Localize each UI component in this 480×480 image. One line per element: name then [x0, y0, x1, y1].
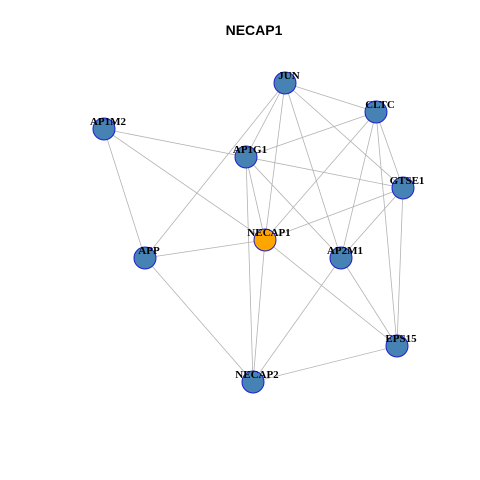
node-jun[interactable]: JUN: [273, 70, 300, 95]
edge-necap1-eps15: [264, 239, 398, 347]
node-circle-cltc[interactable]: [364, 100, 388, 124]
node-ap2m1[interactable]: AP2M1: [327, 245, 363, 270]
node-necap1[interactable]: NECAP1: [247, 227, 291, 252]
node-label-eps15: EPS15: [385, 333, 417, 345]
node-circle-app[interactable]: [133, 246, 157, 270]
node-ap1g1[interactable]: AP1G1: [233, 144, 267, 169]
edge-ap1g1-ap2m1: [245, 156, 342, 259]
edge-necap1-necap2: [252, 239, 266, 383]
edge-necap1-app: [144, 239, 266, 259]
node-gtse1[interactable]: GTSE1: [390, 175, 425, 200]
node-eps15[interactable]: EPS15: [385, 333, 417, 358]
edge-cltc-ap1g1: [245, 111, 377, 158]
edge-eps15-necap2: [252, 345, 398, 383]
edge-ap1m2-ap1g1: [103, 128, 247, 158]
node-necap2[interactable]: NECAP2: [235, 369, 279, 394]
node-label-ap1g1: AP1G1: [233, 144, 267, 156]
edge-jun-necap1: [264, 82, 286, 241]
edge-app-necap2: [144, 257, 254, 383]
node-label-cltc: CLTC: [365, 99, 395, 111]
edge-jun-ap1g1: [245, 82, 286, 158]
edge-ap1m2-app: [103, 128, 146, 259]
edge-ap1m2-necap1: [103, 128, 266, 241]
node-circle-eps15[interactable]: [385, 334, 409, 358]
node-cltc[interactable]: CLTC: [364, 99, 395, 124]
edge-ap1g1-necap2: [245, 156, 254, 383]
node-label-ap1m2: AP1M2: [90, 116, 127, 128]
node-app[interactable]: APP: [133, 245, 160, 270]
graph-title: NECAP1: [226, 22, 283, 38]
node-circle-ap1m2[interactable]: [92, 117, 116, 141]
edge-cltc-necap1: [264, 111, 377, 241]
node-ap1m2[interactable]: AP1M2: [90, 116, 127, 141]
edge-gtse1-ap2m1: [340, 187, 404, 259]
node-label-gtse1: GTSE1: [390, 175, 425, 187]
node-label-app: APP: [138, 245, 160, 257]
edge-ap2m1-necap2: [252, 257, 342, 383]
node-circle-jun[interactable]: [273, 71, 297, 95]
edge-ap2m1-eps15: [340, 257, 398, 347]
edge-jun-cltc: [284, 82, 377, 113]
edge-cltc-eps15: [375, 111, 398, 347]
edges-layer: [103, 82, 404, 383]
edge-cltc-ap2m1: [340, 111, 377, 259]
node-label-necap1: NECAP1: [247, 227, 290, 239]
edge-cltc-gtse1: [375, 111, 404, 189]
edge-ap1g1-necap1: [245, 156, 266, 241]
node-circle-necap1[interactable]: [253, 228, 277, 252]
node-label-jun: JUN: [278, 70, 299, 82]
node-circle-necap2[interactable]: [241, 370, 265, 394]
edge-gtse1-necap1: [264, 187, 404, 241]
edge-jun-app: [144, 82, 286, 259]
node-label-necap2: NECAP2: [235, 369, 279, 381]
node-circle-gtse1[interactable]: [391, 176, 415, 200]
node-circle-ap2m1[interactable]: [329, 246, 353, 270]
edge-jun-gtse1: [284, 82, 404, 189]
node-circle-ap1g1[interactable]: [234, 145, 258, 169]
node-label-ap2m1: AP2M1: [327, 245, 363, 257]
edge-gtse1-eps15: [396, 187, 404, 347]
edge-ap1g1-gtse1: [245, 156, 404, 189]
